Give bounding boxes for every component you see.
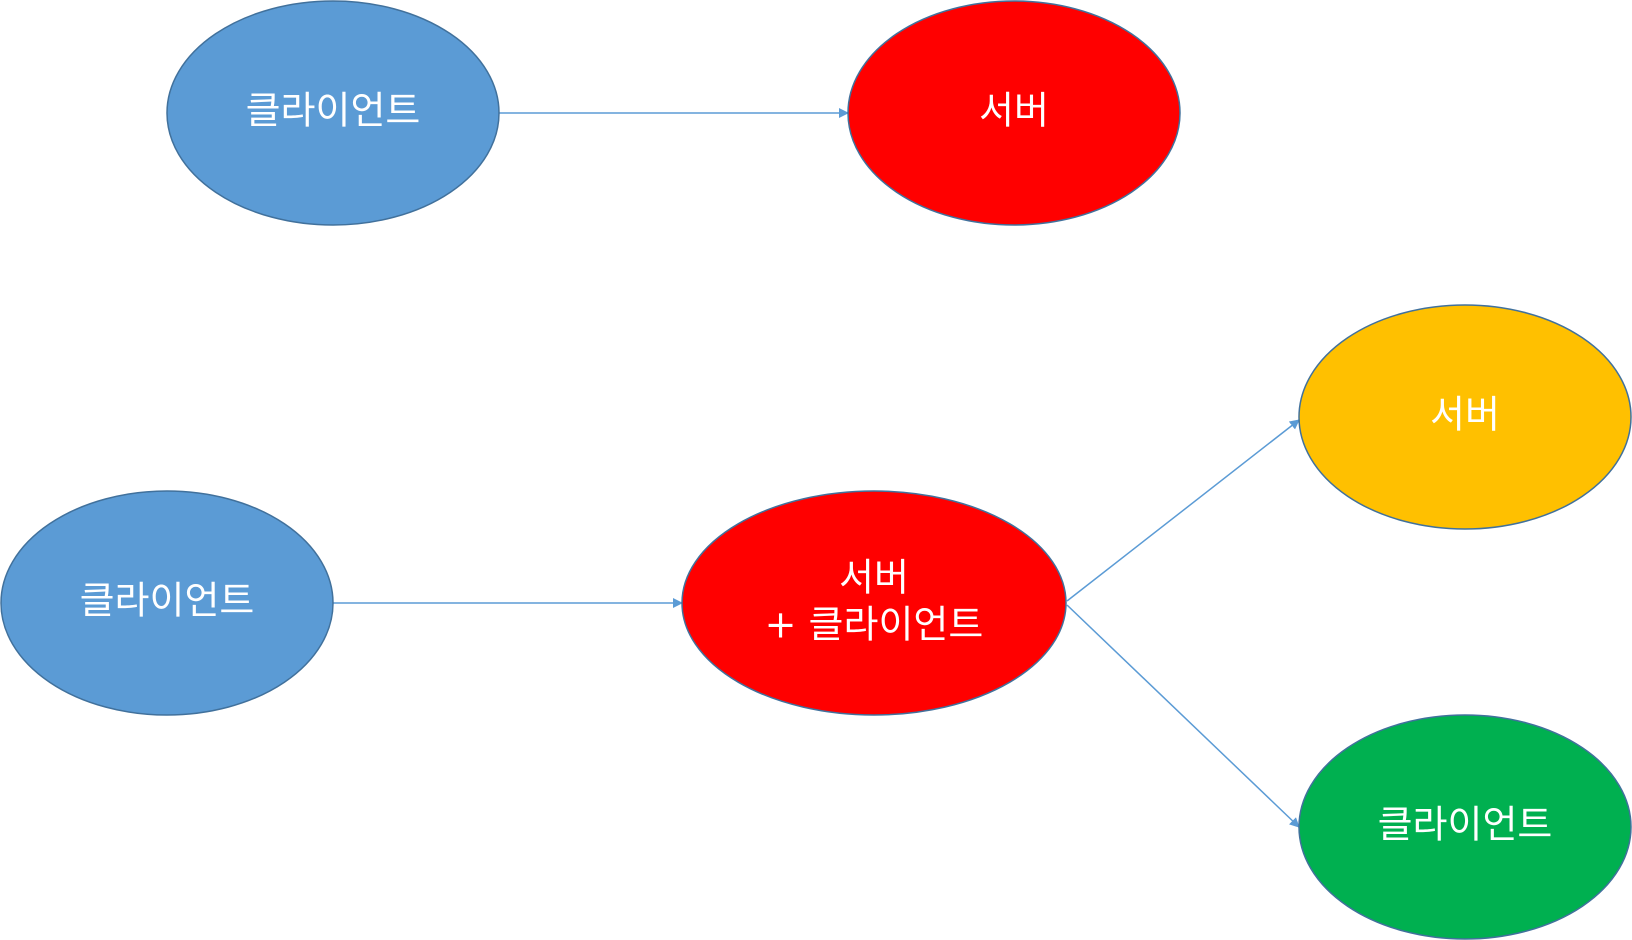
node-proxy-shape xyxy=(681,490,1067,716)
node-top-client-label: 클라이언트 xyxy=(246,89,421,133)
node-right-client-shape xyxy=(1298,714,1632,940)
node-proxy-label-line1: 서버 xyxy=(839,556,909,600)
node-right-server-shape xyxy=(1298,304,1632,530)
node-bottom-client[interactable]: 클라이언트 xyxy=(0,490,334,716)
edge-proxy-to-right-server xyxy=(1066,419,1300,602)
node-right-client[interactable]: 클라이언트 xyxy=(1298,714,1632,940)
node-right-server[interactable]: 서버 xyxy=(1298,304,1632,530)
node-top-client[interactable]: 클라이언트 xyxy=(166,0,500,226)
node-top-server-label: 서버 xyxy=(979,89,1049,133)
node-top-server[interactable]: 서버 xyxy=(847,0,1181,226)
node-right-server-label: 서버 xyxy=(1430,393,1500,437)
node-right-client-label: 클라이언트 xyxy=(1378,803,1553,847)
node-top-server-shape xyxy=(847,0,1181,226)
edge-proxy-to-right-client xyxy=(1066,604,1300,828)
node-bottom-client-shape xyxy=(0,490,334,716)
node-bottom-client-label: 클라이언트 xyxy=(80,579,255,623)
node-top-client-shape xyxy=(166,0,500,226)
node-proxy[interactable]: 서버 + 클라이언트 xyxy=(681,490,1067,716)
node-proxy-label-line2: + 클라이언트 xyxy=(765,603,984,647)
